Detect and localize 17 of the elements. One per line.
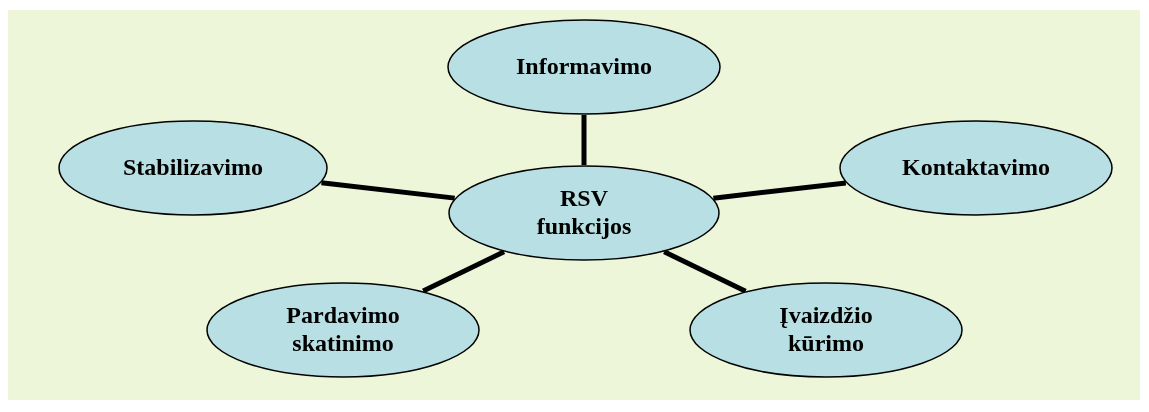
ellipse-node bbox=[58, 120, 328, 216]
connector-line bbox=[321, 180, 455, 201]
node-label: Pardavimo skatinimo bbox=[285, 302, 401, 358]
ellipse-node bbox=[448, 165, 720, 261]
ellipse-node bbox=[689, 282, 963, 378]
node-label: Stabilizavimo bbox=[123, 154, 263, 182]
ellipse-node bbox=[206, 282, 480, 378]
connector-line bbox=[422, 249, 506, 294]
ellipse-node bbox=[447, 19, 721, 115]
node-label: Kontaktavimo bbox=[902, 154, 1050, 182]
connector-line bbox=[581, 115, 587, 165]
node-label: Informavimo bbox=[516, 53, 652, 81]
connector-line bbox=[663, 249, 747, 294]
connector-line bbox=[713, 180, 847, 201]
node-label: Įvaizdžio kūrimo bbox=[778, 302, 874, 358]
node-label: RSV funkcijos bbox=[535, 185, 633, 241]
ellipse-node bbox=[839, 120, 1113, 216]
